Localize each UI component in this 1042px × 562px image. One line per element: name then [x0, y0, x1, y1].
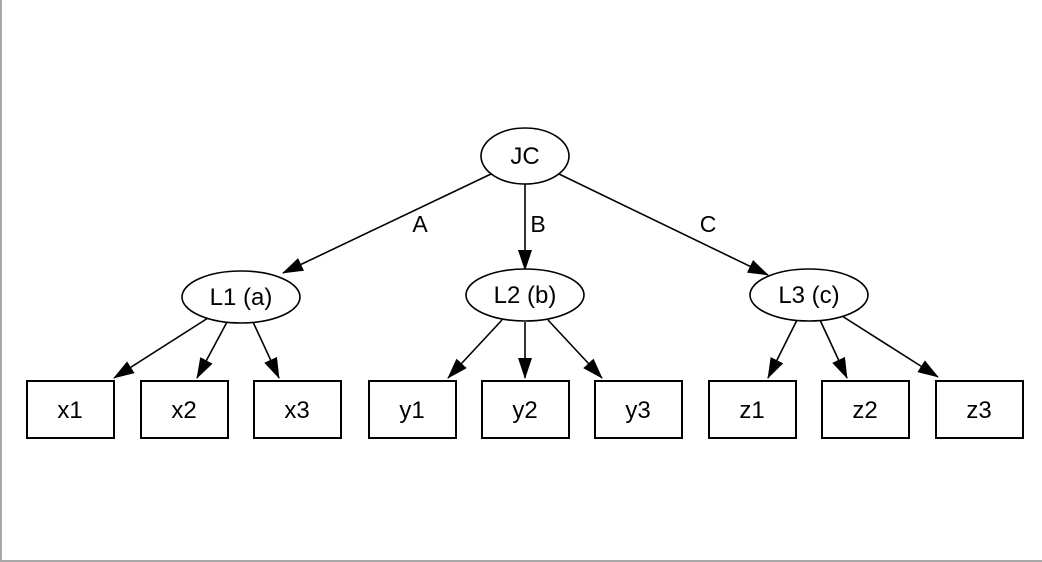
node-z2-label: z2 [852, 397, 877, 424]
edge-label-c: C [700, 211, 717, 237]
node-x3-label: x3 [284, 397, 309, 424]
node-l2-ellipse [465, 268, 585, 322]
edge-label-b: B [530, 211, 545, 237]
node-z1-box [708, 380, 797, 439]
edge-l1-x2 [196, 321, 228, 379]
node-l3-label: L3 (c) [778, 282, 839, 309]
node-z1-label: z1 [739, 397, 764, 424]
node-y1-label: y1 [399, 397, 424, 424]
node-x2-box [140, 380, 229, 439]
edge-l1-x3 [252, 321, 280, 379]
edge-l1-x1 [113, 317, 209, 379]
node-jc-ellipse [480, 127, 570, 185]
edge-l2-y3 [547, 319, 603, 379]
node-y3-label: y3 [625, 397, 650, 424]
node-x1-label: x1 [57, 397, 82, 424]
node-z3-box [935, 380, 1024, 439]
node-x2-label: x2 [171, 397, 196, 424]
edge-l3-z1 [767, 319, 798, 379]
node-y2-box [481, 380, 570, 439]
node-x3-box [253, 380, 342, 439]
node-l1-label: L1 (a) [210, 284, 273, 311]
node-l2-label: L2 (b) [494, 282, 557, 309]
node-y1-box [368, 380, 457, 439]
node-y2-label: y2 [512, 397, 537, 424]
node-l1-ellipse [181, 270, 301, 324]
node-z2-box [821, 380, 910, 439]
edge-l2-y1 [447, 319, 503, 379]
edge-label-a: A [412, 211, 428, 237]
node-y3-box [594, 380, 683, 439]
node-x1-box [26, 380, 115, 439]
node-l3-ellipse [749, 268, 869, 322]
node-z3-label: z3 [966, 397, 991, 424]
edge-l3-z2 [819, 319, 848, 379]
node-jc-label: JC [510, 143, 539, 170]
edge-l3-z3 [841, 315, 939, 378]
edge-jc-l1 [282, 173, 492, 274]
edge-jc-l3 [558, 173, 769, 276]
